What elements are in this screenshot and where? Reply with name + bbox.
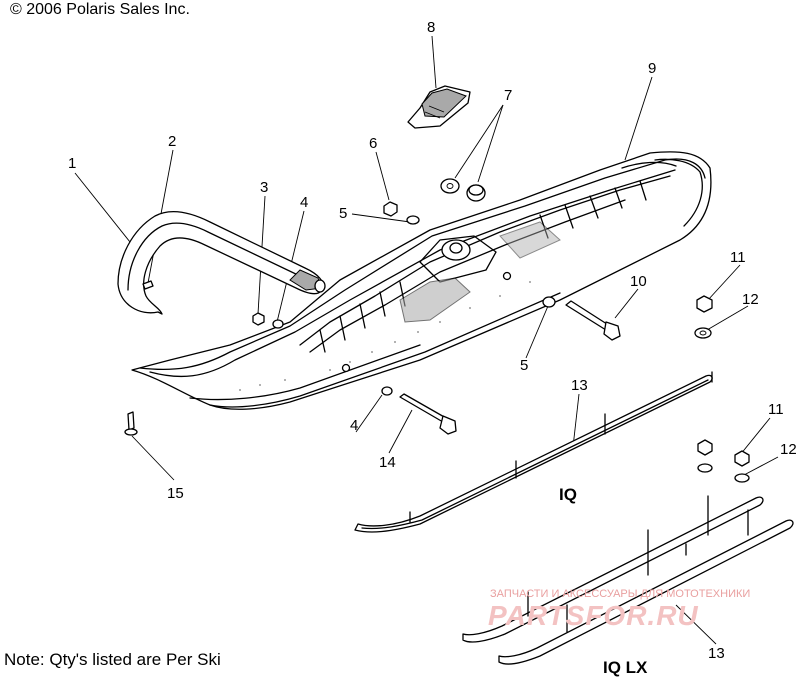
nut-washer-right-upper	[694, 295, 713, 339]
callout-10: 10	[630, 273, 647, 290]
callout-5-lower: 5	[520, 357, 529, 374]
watermark-logo: PARTSFOR.RU	[488, 600, 699, 631]
callout-11-upper: 11	[730, 249, 746, 266]
bumper-part-8	[407, 85, 471, 129]
callout-11-lower: 11	[768, 401, 784, 418]
pin-part-2	[142, 280, 154, 290]
callout-4-upper: 4	[300, 194, 309, 211]
callout-7: 7	[504, 87, 513, 104]
callout-9: 9	[648, 60, 657, 77]
callout-4-lower: 4	[350, 417, 359, 434]
callout-13-iq: 13	[571, 377, 588, 394]
footer-note: Note: Qty's listed are Per Ski	[4, 650, 221, 669]
callout-14: 14	[379, 454, 396, 471]
callout-13-iq-lx: 13	[708, 645, 725, 662]
model-label-iq-lx: IQ LX	[603, 658, 648, 677]
callout-15: 15	[167, 485, 184, 502]
ski-loop-part-1	[117, 211, 326, 315]
watermark-tagline: ЗАПЧАСТИ И АКСЕССУАРЫ ДЛЯ МОТОТЕХНИКИ	[490, 588, 751, 600]
copyright-text: © 2006 Polaris Sales Inc.	[10, 1, 190, 18]
leader-lines	[74, 35, 779, 645]
callout-12-lower: 12	[780, 441, 797, 458]
callout-5-upper: 5	[339, 205, 348, 222]
nut-washer-left	[252, 312, 284, 329]
ski-body-part-9	[131, 151, 712, 410]
bushings-part-7	[440, 178, 486, 202]
callout-12-upper: 12	[742, 291, 759, 308]
carbide-runner-iq	[354, 371, 713, 533]
nuts-washers-right-lower	[697, 439, 750, 483]
callout-6: 6	[369, 135, 378, 152]
carbide-runner-iq-lx	[462, 495, 794, 665]
callout-3: 3	[260, 179, 269, 196]
stud-part-15	[124, 411, 138, 436]
nut-washer-top	[383, 201, 420, 225]
model-label-iq: IQ	[559, 485, 577, 504]
callout-2: 2	[168, 133, 177, 150]
callout-8: 8	[427, 19, 436, 36]
callout-1: 1	[68, 155, 77, 172]
bolt-part-10	[542, 296, 621, 341]
bolt-part-14	[381, 386, 457, 435]
